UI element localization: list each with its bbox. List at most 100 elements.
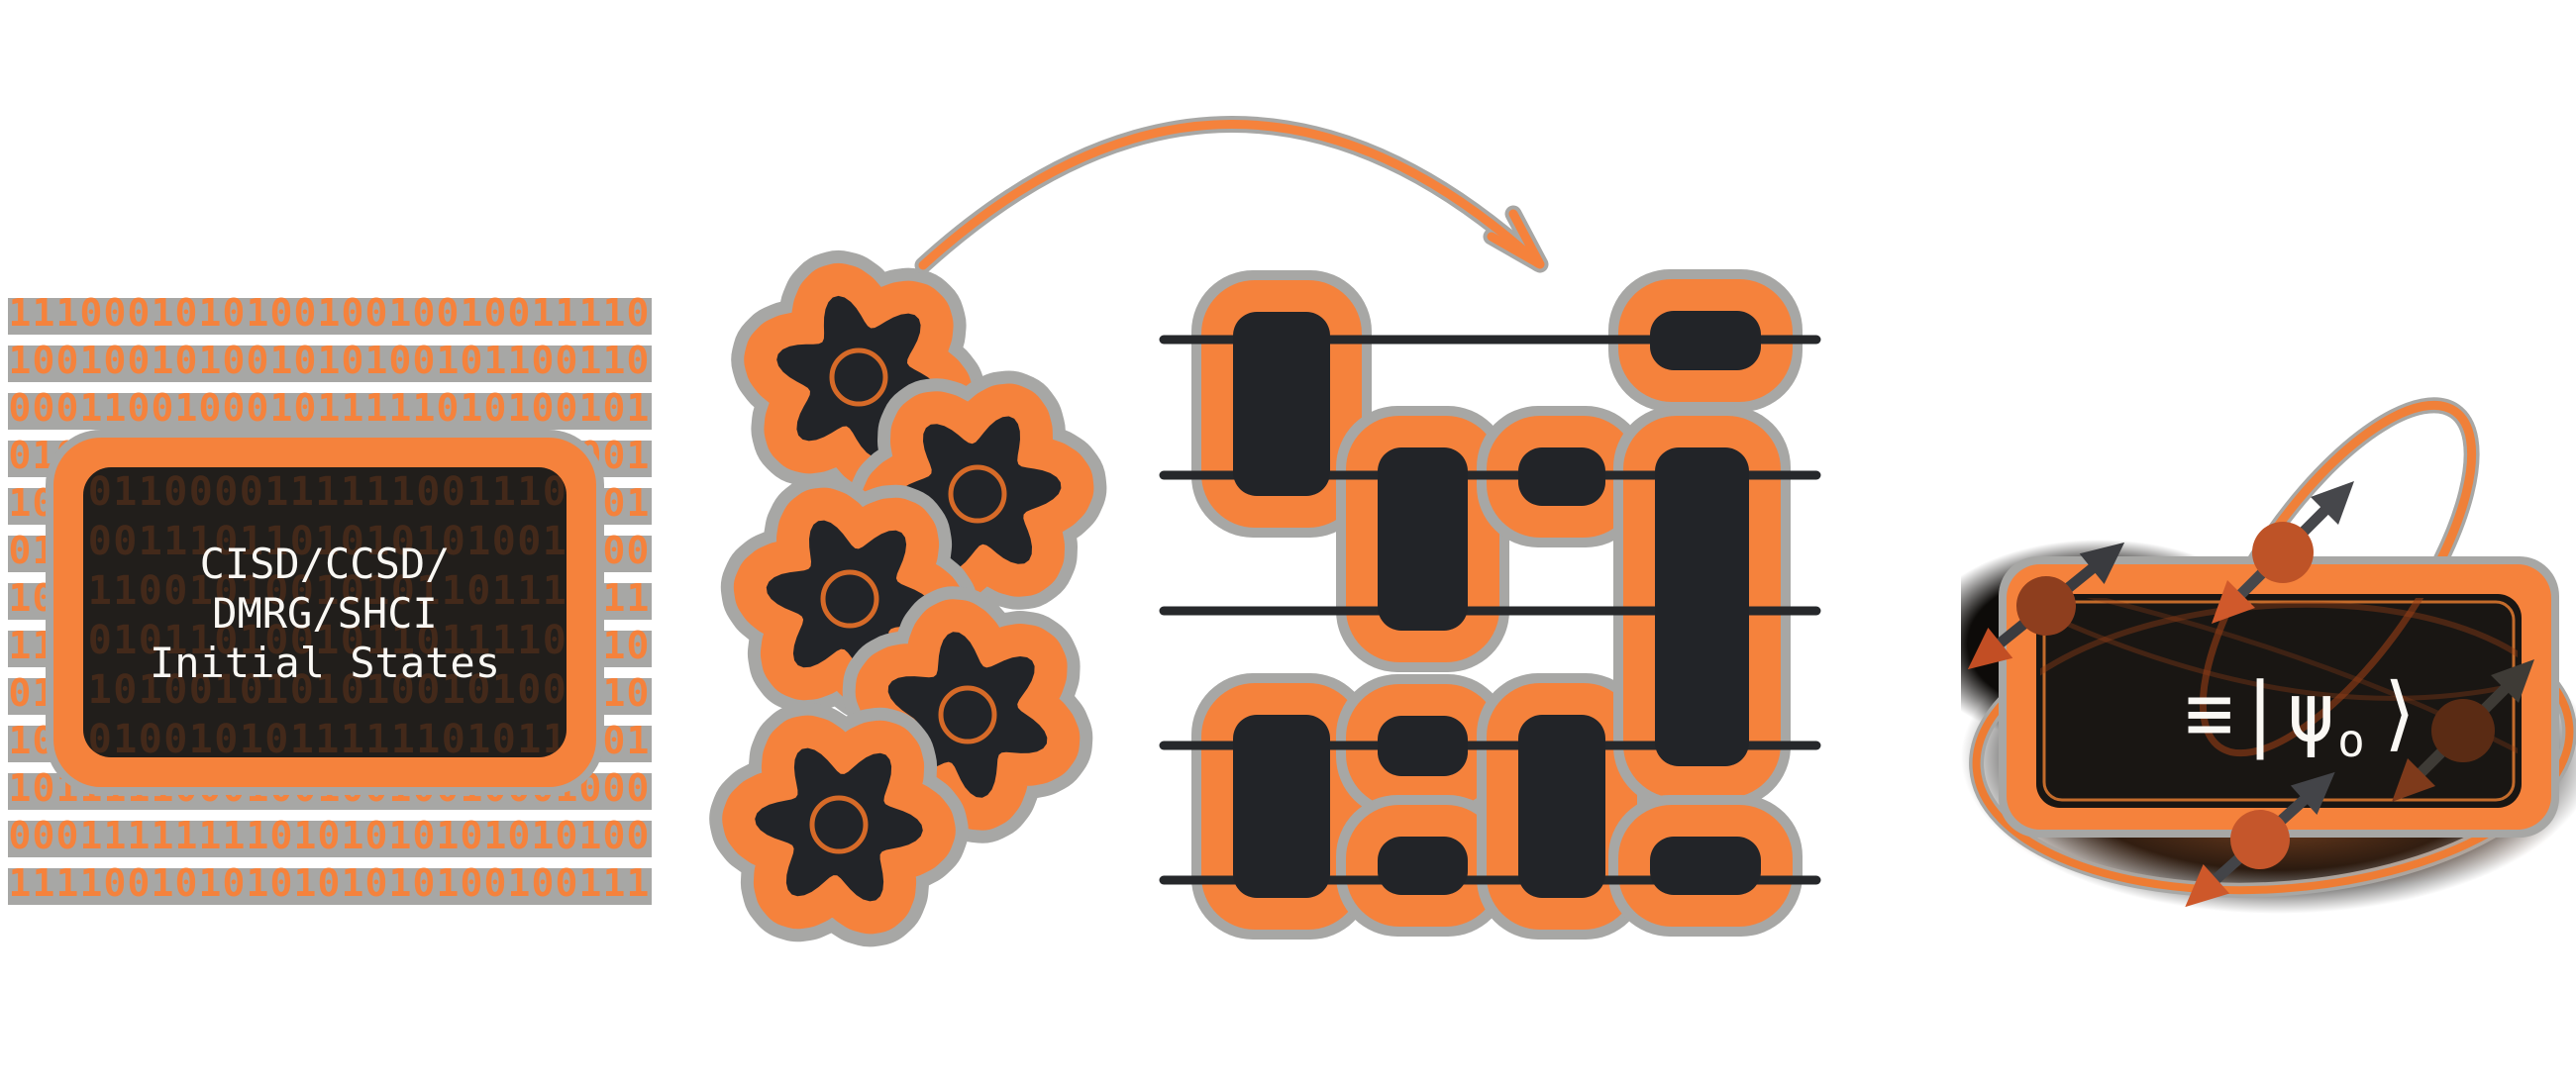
binary-digit: 1 — [8, 719, 34, 762]
binary-digit: 1 — [364, 339, 390, 382]
binary-digit: 1 — [246, 814, 271, 857]
card-binary-digit: 1 — [340, 469, 364, 515]
binary-digit: 1 — [578, 339, 604, 382]
binary-digit: 1 — [151, 861, 176, 905]
binary-digit: 1 — [103, 386, 129, 430]
binary-digit: 1 — [151, 814, 176, 857]
gear-hub-ring — [829, 347, 888, 407]
card-binary-digit: 0 — [441, 519, 465, 564]
card-binary-digit: 1 — [441, 667, 465, 713]
binary-digit: 0 — [222, 861, 248, 905]
card-line-2: DMRG/SHCI — [212, 589, 438, 638]
card-binary-digit: 1 — [239, 519, 263, 564]
binary-digit: 0 — [127, 386, 153, 430]
gate-col1-q45 — [1233, 715, 1330, 898]
gear-body — [893, 416, 1062, 572]
binary-digit: 0 — [602, 481, 628, 525]
card-binary-digit: 0 — [289, 519, 314, 564]
card-binary-digit: 1 — [542, 519, 567, 564]
gear-hub-ring — [809, 795, 869, 854]
card-binary-digit: 0 — [138, 717, 162, 757]
binary-digit: 1 — [222, 814, 248, 857]
state-box-inner-line — [2042, 600, 2516, 802]
state-illustration: ≡|ψo⟩ — [1961, 397, 2576, 914]
binary-digit: 1 — [269, 339, 295, 382]
binary-digit: 0 — [602, 529, 628, 572]
binary-digit: 1 — [55, 861, 81, 905]
binary-digit: 1 — [578, 386, 604, 430]
binary-digit: 1 — [388, 291, 414, 335]
card-binary-digit: 1 — [466, 717, 491, 757]
card-binary-digit: 0 — [239, 469, 263, 515]
binary-digit: 0 — [460, 814, 485, 857]
gate-col2-q5 — [1378, 837, 1468, 895]
binary-digit: 0 — [602, 434, 628, 477]
card-line-1: CISD/CCSD/ — [199, 540, 451, 588]
card-binary-digit: 0 — [113, 519, 138, 564]
electron-1 — [2212, 481, 2354, 624]
gate-col4-q234 — [1655, 447, 1749, 766]
card-binary-digit: 1 — [138, 469, 162, 515]
binary-digit: 1 — [602, 339, 628, 382]
card-binary-row: 0101101001011011110 — [83, 616, 567, 665]
binary-digit: 1 — [317, 291, 343, 335]
spin-arrow-head-down — [2212, 580, 2255, 624]
card-binary-digit: 1 — [87, 667, 112, 713]
electron-body — [2252, 522, 2314, 583]
binary-digit: 1 — [198, 814, 224, 857]
card-binary-digit: 1 — [365, 717, 390, 757]
card-binary-digit: 1 — [113, 717, 138, 757]
spin-arrow-head-down — [1967, 627, 2013, 670]
binary-digit: 0 — [8, 434, 34, 477]
binary-digit: 0 — [626, 339, 652, 382]
binary-digit: 0 — [174, 291, 200, 335]
card-binary-digit: 0 — [340, 667, 364, 713]
card-binary-digit: 1 — [188, 519, 213, 564]
binary-digit: 0 — [626, 624, 652, 667]
binary-digit: 1 — [436, 861, 462, 905]
card-binary-row: 0100101011111101011 — [83, 715, 567, 757]
card-binary-digit: 1 — [315, 469, 340, 515]
binary-digit: 1 — [293, 861, 319, 905]
binary-digit: 0 — [341, 339, 366, 382]
card-binary-digit: 1 — [163, 519, 188, 564]
card-binary-digit: 0 — [416, 618, 441, 663]
binary-digit: 0 — [364, 814, 390, 857]
card-binary-digit: 1 — [188, 717, 213, 757]
binary-row: 000111111110101010101010100 — [8, 814, 652, 863]
binary-digit: 0 — [483, 861, 509, 905]
card-binary-digit: 0 — [416, 469, 441, 515]
binary-digit: 1 — [79, 339, 105, 382]
card-binary-digit: 0 — [163, 717, 188, 757]
binary-digit: 0 — [127, 291, 153, 335]
gear-hub-ring — [948, 464, 1007, 524]
card-binary-digit: 1 — [239, 568, 263, 614]
binary-digit: 1 — [507, 386, 533, 430]
binary-digit: 1 — [626, 861, 652, 905]
binary-digit: 1 — [507, 339, 533, 382]
card-binary-digit: 1 — [491, 618, 516, 663]
card-binary-digit: 1 — [517, 717, 542, 757]
card-binary-digit: 0 — [214, 568, 239, 614]
card-binary-digit: 0 — [340, 519, 364, 564]
card-binary-digit: 1 — [289, 717, 314, 757]
card-binary-digit: 1 — [390, 469, 415, 515]
card-binary-digit: 1 — [365, 469, 390, 515]
card-binary-digit: 1 — [466, 618, 491, 663]
binary-digit: 0 — [293, 291, 319, 335]
card-binary-digit: 0 — [340, 618, 364, 663]
binary-digit: 0 — [555, 386, 580, 430]
binary-digit: 0 — [103, 291, 129, 335]
electron-body — [2431, 699, 2495, 762]
binary-digit: 1 — [151, 339, 176, 382]
card-binary-digit: 0 — [466, 667, 491, 713]
binary-digit: 1 — [578, 814, 604, 857]
binary-digit: 1 — [602, 291, 628, 335]
gate-col1-q12 — [1233, 312, 1330, 496]
binary-digit: 0 — [507, 291, 533, 335]
binary-digit: 1 — [578, 861, 604, 905]
card-binary-digit: 0 — [163, 469, 188, 515]
card-binary-digit: 0 — [491, 519, 516, 564]
binary-digit: 1 — [460, 386, 485, 430]
